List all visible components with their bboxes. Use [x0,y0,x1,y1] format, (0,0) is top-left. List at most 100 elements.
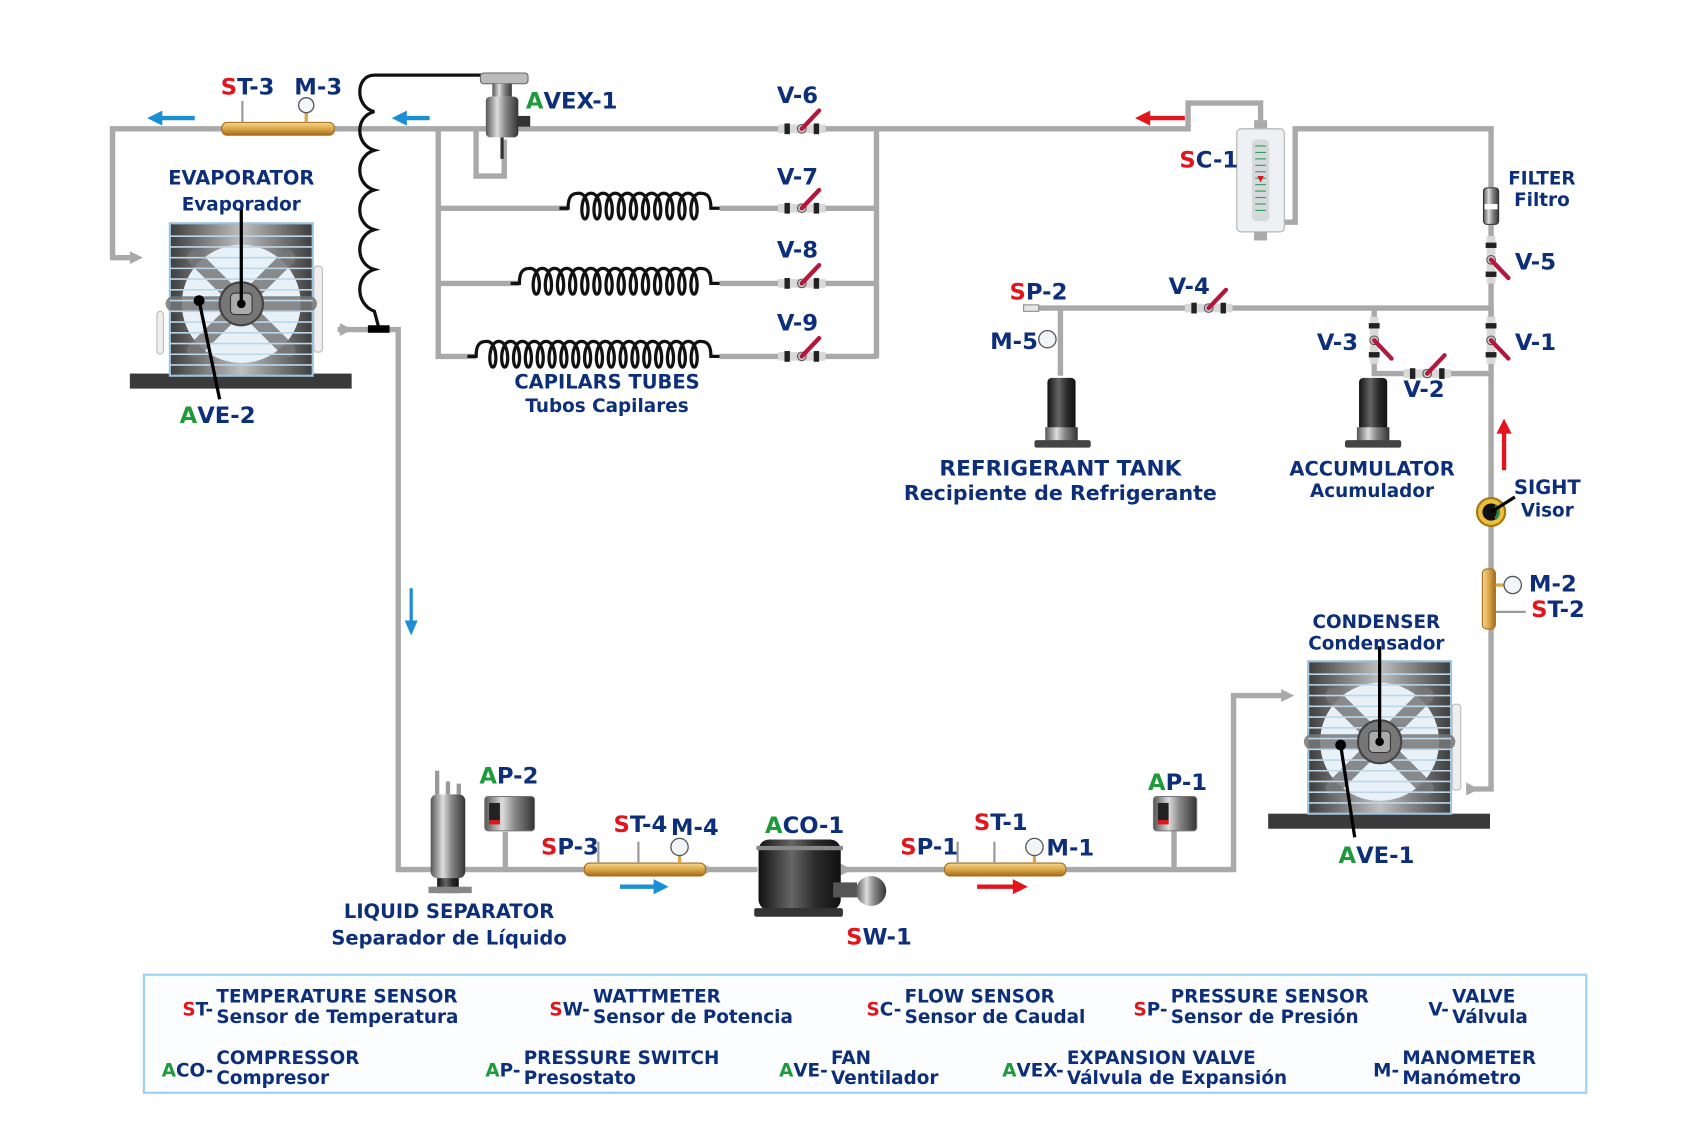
legend-subtitle: Sensor de Potencia [593,1007,793,1028]
tag-v2: V-2 [1403,377,1444,403]
tag-code: P-2 [497,764,538,790]
legend-title: VALVE [1452,987,1515,1008]
valves [777,108,1511,379]
accumulator-subtitle: Acumulador [1310,481,1434,502]
tag-prefix: S [541,835,557,861]
pipe-arrowhead-icon [339,323,353,336]
condenser-subtitle: Condensador [1308,634,1444,655]
condenser-unit [1268,646,1490,838]
legend-subtitle: Válvula [1452,1007,1528,1028]
valve-v5-icon[interactable] [1485,236,1511,284]
legend-code: AP- [485,1061,520,1082]
valve-v1-icon[interactable] [1485,316,1511,364]
tag-code: V-6 [777,83,818,109]
refrigerant-tank-icon [1034,377,1091,448]
tag-code: T-1 [990,810,1027,836]
evaporator-title: EVAPORATOR [168,167,314,190]
legend-title: EXPANSION VALVE [1067,1048,1256,1069]
tag-prefix: S [614,812,630,838]
st2-m2-fitting [1481,568,1526,630]
tag-prefix: A [1148,770,1166,796]
sight-glass-icon [1475,495,1516,528]
pipe-accumulator-branch [1371,308,1492,377]
capillary-tubes-title: CAPILARS TUBES [514,371,699,394]
tag-code: M-3 [294,75,342,101]
flow-arrows [129,110,1512,895]
legend-box [142,973,1588,1094]
tag-code: VEX-1 [543,89,617,115]
pipe-arrowhead-icon [839,863,853,876]
tag-v7: V-7 [777,165,818,191]
legend-title: PRESSURE SWITCH [524,1048,720,1069]
flow-sensor-sc1 [1236,120,1286,241]
legend-title: WATTMETER [593,987,721,1008]
tag-code: P-3 [557,835,598,861]
legend-title: TEMPERATURE SENSOR [216,987,457,1008]
legend-subtitle: Sensor de Temperatura [216,1007,458,1028]
pressure-sensor-probe-icon [1023,304,1040,312]
condenser-title: CONDENSER [1313,612,1441,633]
arrow-left-red-icon [1135,110,1185,126]
legend-title: FAN [831,1048,871,1069]
valve-v3-icon[interactable] [1368,316,1394,364]
legend-code: SC- [867,1000,902,1021]
tag-code: V-2 [1403,377,1444,403]
tag-code: V-5 [1515,250,1556,276]
arrow-right-blue-icon [620,879,669,895]
tag-ap1: AP-1 [1148,770,1207,796]
pipe-tank-branch [1057,305,1492,376]
tag-ave1: AVE-1 [1338,843,1414,869]
arrow-left-blue-icon [147,110,195,126]
manometer-gauge-icon [297,97,315,114]
legend-title: MANOMETER [1402,1048,1536,1069]
tag-prefix: S [1531,597,1547,623]
legend-subtitle: Presostato [524,1068,636,1089]
valve-v8-icon[interactable] [777,263,826,289]
tag-code: M-5 [990,329,1038,355]
filter-icon [1482,187,1500,225]
tag-st2: ST-2 [1531,597,1585,623]
legend-code: ACO- [162,1061,213,1082]
valve-v4-icon[interactable] [1184,287,1233,314]
legend-code: ST- [182,1000,213,1021]
tag-sp2: SP-2 [1010,280,1068,306]
compressor-aco1-icon [754,839,887,917]
tag-m1: M-1 [1046,836,1094,862]
tag-code: P-1 [917,835,958,861]
m5-gauge [1023,304,1057,349]
tag-prefix: S [221,75,237,101]
tag-code: M-2 [1529,572,1577,598]
capillary-coil-medium [510,266,720,296]
tag-v6: V-6 [777,83,818,109]
arrow-left-blue-icon [391,110,430,126]
legend-subtitle: Compresor [216,1068,329,1089]
pipe-arrowhead-icon [1466,782,1480,796]
arrow-down-blue-icon [404,588,418,636]
legend-subtitle: Sensor de Presión [1171,1007,1359,1028]
sight-glass-title: SIGHT [1514,476,1582,499]
valve-v7-icon[interactable] [777,187,826,214]
tag-code: M-1 [1046,836,1094,862]
refrigerant-tank-title: REFRIGERANT TANK [939,457,1182,482]
tag-prefix: A [765,813,783,839]
pipe-suction-down [337,326,433,873]
evaporator-unit [129,208,352,400]
tag-prefix: A [479,764,497,790]
st3-m3-fitting [221,97,335,136]
valve-v9-icon[interactable] [777,335,826,362]
valve-v6-icon[interactable] [777,108,826,135]
tag-code: P-1 [1166,770,1207,796]
tag-sp3: SP-3 [541,835,599,861]
valve-v2-icon[interactable] [1403,353,1452,379]
legend-code: SP- [1133,1000,1167,1021]
liquid-separator-subtitle: Separador de Líquido [331,927,566,950]
tag-m3: M-3 [294,75,342,101]
